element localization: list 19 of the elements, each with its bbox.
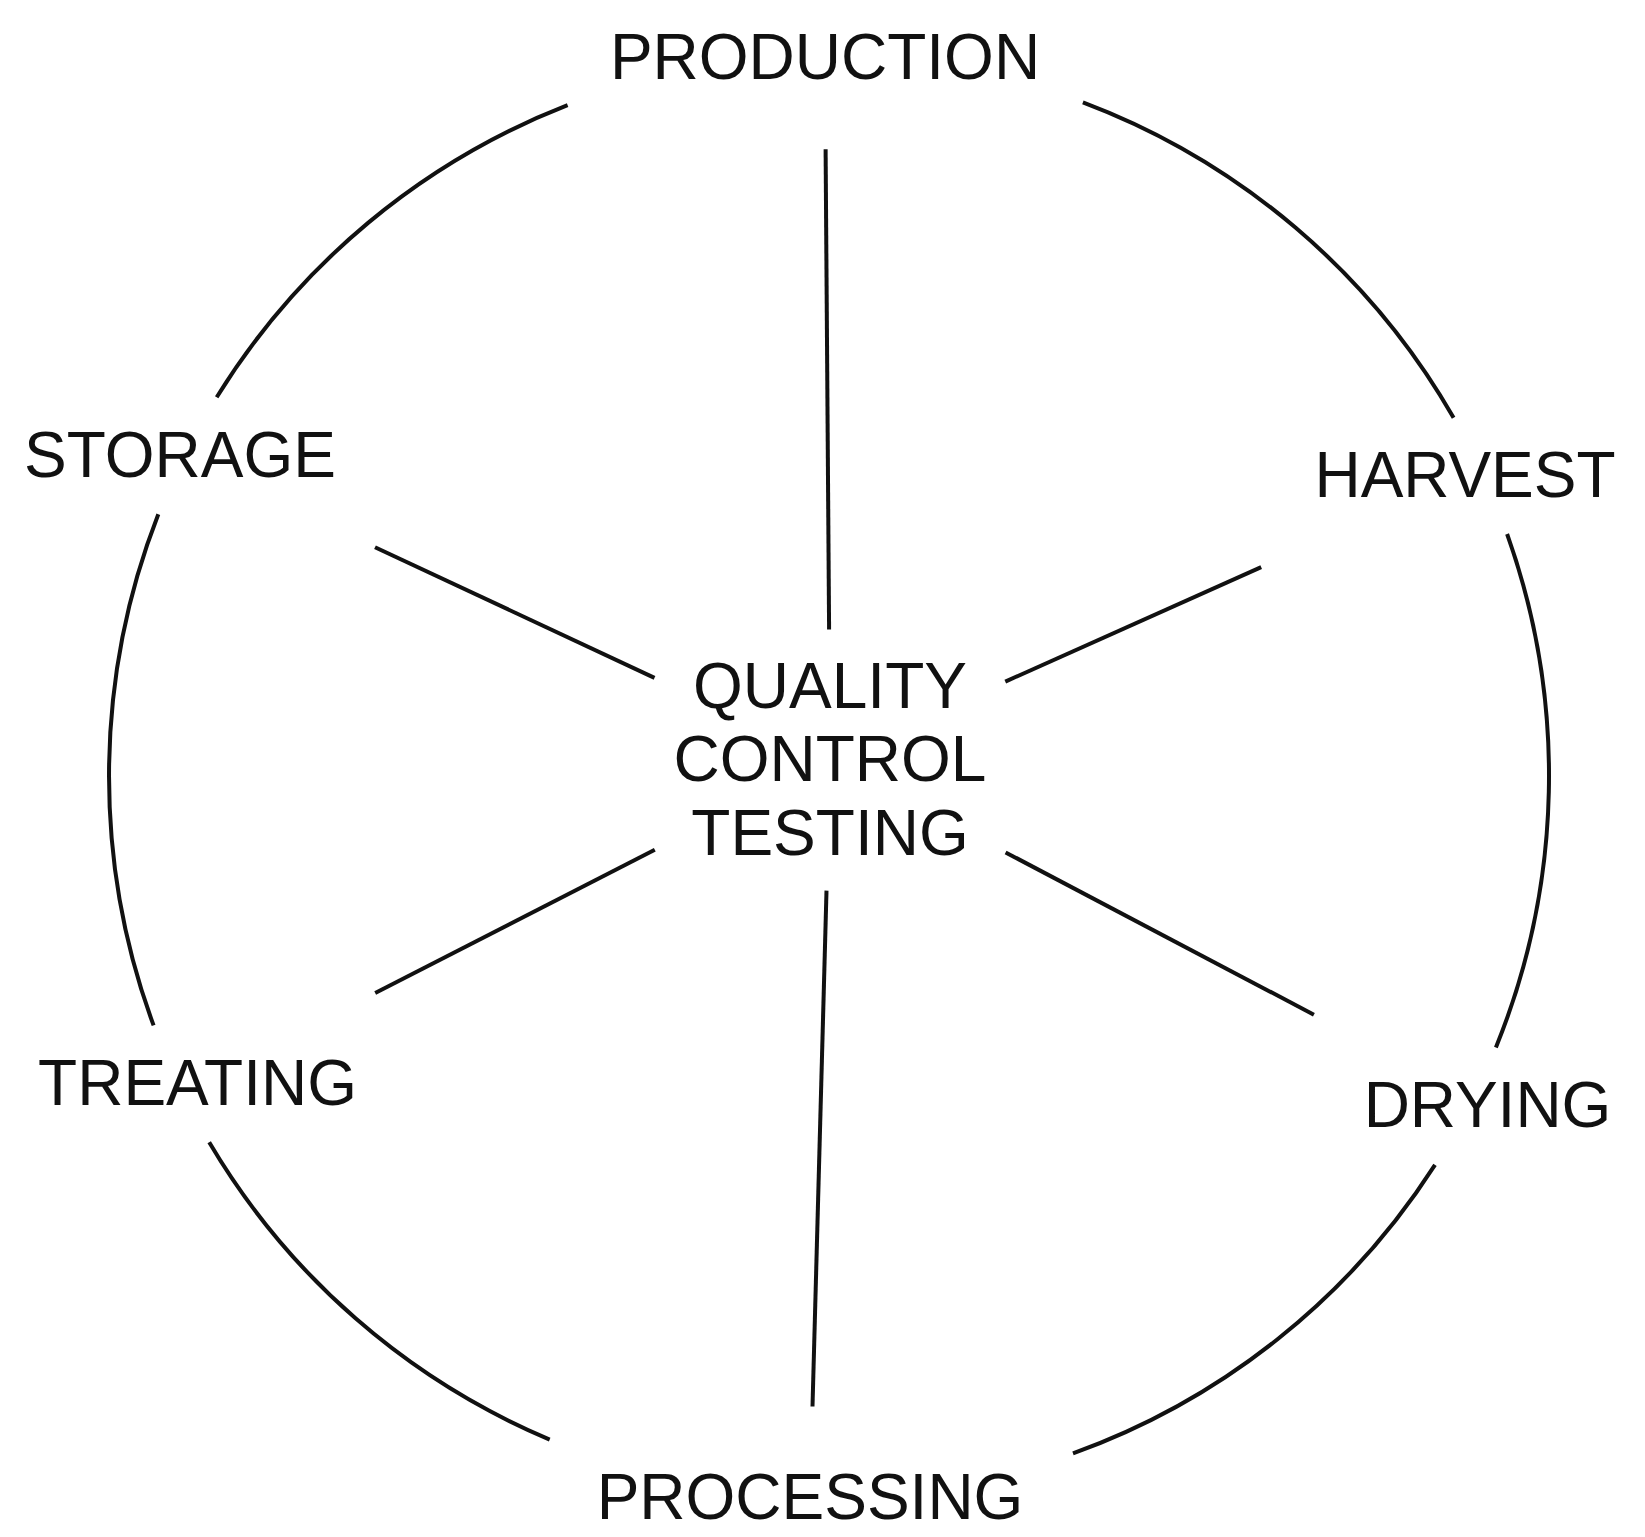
node-label: PRODUCTION (590, 22, 1060, 94)
connector-line (1082, 100, 1456, 419)
node-label: DRYING (1345, 1070, 1630, 1142)
connector-line (215, 103, 569, 399)
node-label: TREATING (15, 1048, 380, 1120)
node-label: QUALITY CONTROL TESTING (665, 640, 995, 880)
connector-line (810, 890, 829, 1407)
connector-line (1004, 850, 1315, 1017)
connector-line (207, 1141, 551, 1442)
connector-line (374, 545, 656, 680)
connector-line (107, 513, 161, 1026)
node-label: HARVEST (1300, 440, 1630, 512)
connector-line (374, 847, 656, 995)
node-label: PROCESSING (570, 1462, 1050, 1534)
connector-line (1004, 565, 1262, 684)
connector-line (1494, 533, 1551, 1049)
connector-line (823, 149, 832, 630)
node-label: STORAGE (15, 420, 345, 492)
connector-line (1072, 1163, 1437, 1456)
